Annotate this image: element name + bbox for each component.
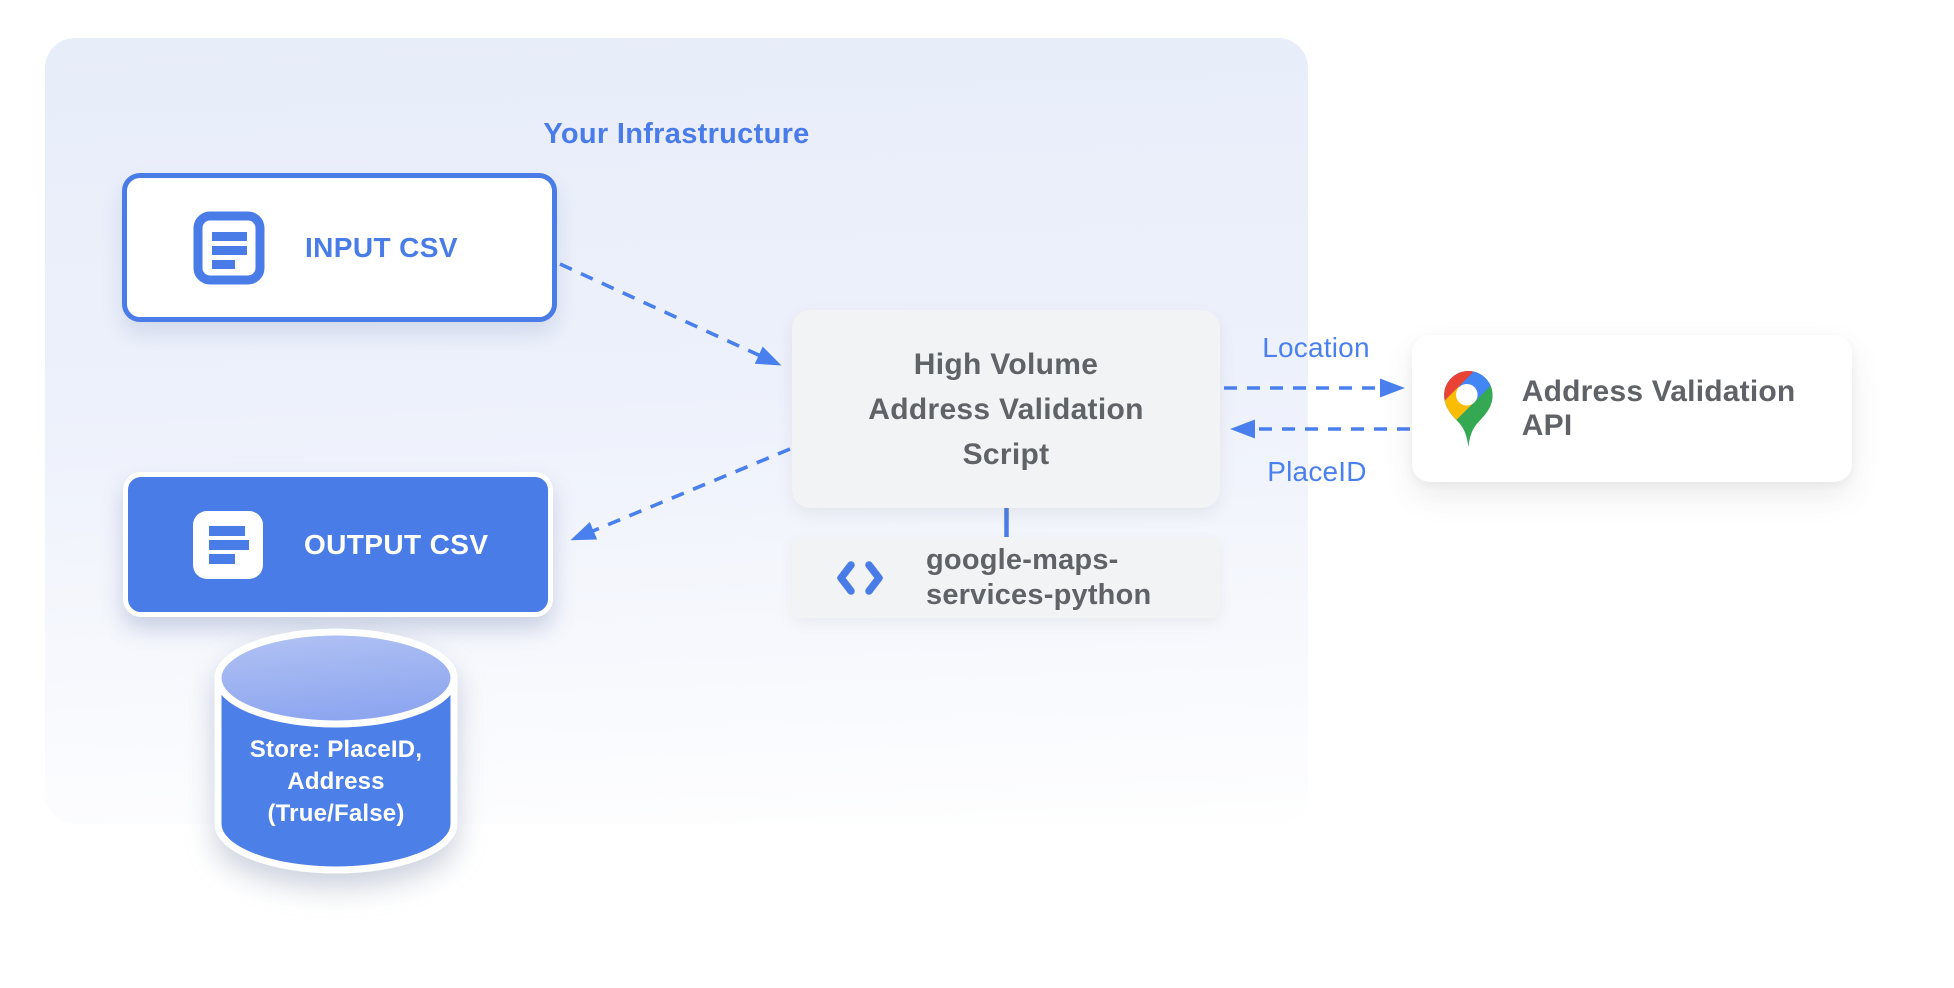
document-icon — [193, 510, 263, 579]
node-label: Address Validation API — [1521, 374, 1796, 442]
script-title-line: Address Validation — [868, 392, 1144, 426]
datastore-label-line: (True/False) — [267, 800, 405, 827]
node-address-validation-api: Address Validation API — [1412, 335, 1852, 482]
node-output-csv: OUTPUT CSV — [123, 472, 553, 617]
edge-label-placeid: PlaceID — [1267, 456, 1367, 487]
library-name-line: services-python — [926, 578, 1152, 611]
database-cylinder-icon — [214, 628, 458, 874]
script-title-line: Script — [962, 437, 1050, 471]
script-title-line: High Volume — [913, 347, 1099, 381]
library-name-line: google-maps- — [926, 543, 1119, 576]
node-input-csv: INPUT CSV — [122, 173, 557, 322]
node-label: INPUT CSV — [305, 231, 458, 263]
document-icon — [193, 211, 265, 284]
edge-label-location: Location — [1262, 332, 1370, 363]
datastore-label: Store: PlaceID, Address (True/False) — [204, 734, 468, 830]
datastore-label-line: Store: PlaceID, — [249, 736, 423, 763]
zone-title: Your Infrastructure — [543, 118, 810, 150]
node-datastore: Store: PlaceID, Address (True/False) — [204, 622, 468, 884]
code-icon — [837, 560, 883, 595]
node-label: OUTPUT CSV — [304, 528, 489, 560]
node-library: google-maps- services-python — [792, 537, 1220, 618]
datastore-label-line: Address — [287, 768, 385, 795]
google-maps-pin-icon — [1444, 370, 1493, 447]
node-script: High Volume Address Validation Script — [792, 310, 1220, 508]
library-name: google-maps- services-python — [926, 543, 1151, 613]
